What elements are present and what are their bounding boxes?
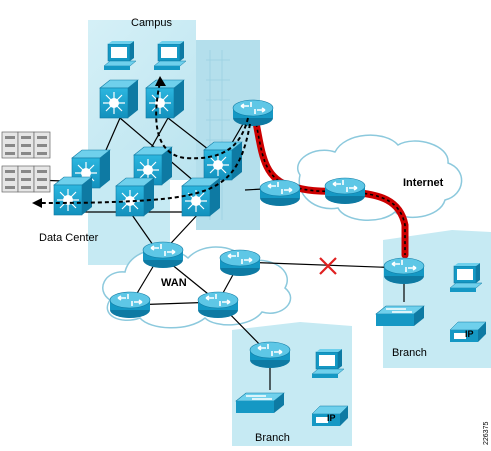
switch-icon (181, 177, 221, 217)
data-center-label: Data Center (39, 232, 99, 244)
switch-icon (115, 177, 155, 217)
branch-building-bottom (232, 322, 352, 446)
server-icon (1, 131, 19, 159)
router-icon (219, 249, 261, 277)
server-icon (17, 165, 35, 193)
data-center-servers (1, 131, 51, 193)
campus-label: Campus (131, 17, 172, 29)
server-icon (33, 131, 51, 159)
arrowhead-icon (155, 76, 166, 86)
router-icon (249, 341, 291, 369)
router-icon (142, 241, 184, 269)
wan-label: WAN (161, 277, 187, 289)
branch-bottom-label: Branch (255, 432, 290, 444)
ip-phone-label: IP (327, 413, 336, 423)
server-icon (17, 131, 35, 159)
internet-path (251, 114, 409, 259)
server-icon (33, 165, 51, 193)
router-icon (109, 291, 151, 319)
switch-icon (203, 141, 243, 181)
ip-phone-label: IP (465, 329, 474, 339)
router-icon (383, 257, 425, 285)
switch-icon (235, 392, 285, 414)
switch-icon (53, 176, 93, 216)
router-icon (197, 291, 239, 319)
figure-id: 226375 (483, 422, 490, 445)
traffic-flows (39, 81, 251, 204)
router-icon (324, 177, 366, 205)
server-icon (1, 165, 19, 193)
switch-icon (375, 305, 425, 327)
failure-cross-icon (319, 257, 337, 275)
switch-icon (99, 79, 139, 119)
router-icon (259, 179, 301, 207)
branch-right-label: Branch (392, 347, 427, 359)
router-icon (232, 99, 274, 127)
internet-label: Internet (403, 177, 444, 189)
arrowhead-icon (32, 198, 42, 208)
